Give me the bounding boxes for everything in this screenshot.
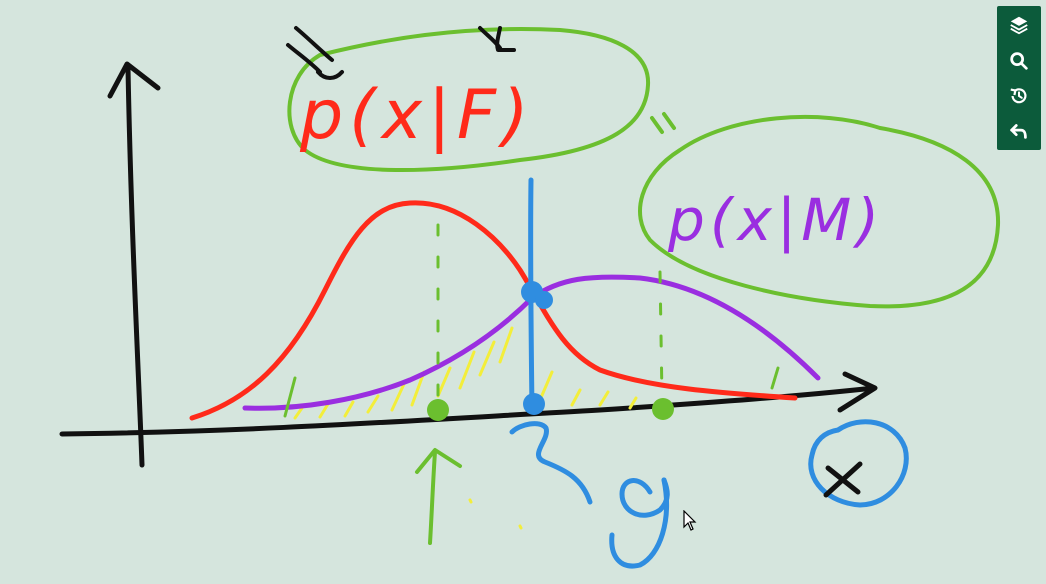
male-label: p(x|M) [667,186,884,254]
female-label: p(x|F) [299,76,535,155]
theta-symbol [609,477,670,569]
male-mean-dot [652,398,674,420]
layers-button[interactable] [997,8,1041,42]
threshold-axis-dot [523,393,545,415]
search-button[interactable] [997,44,1041,78]
female-distribution-curve [189,200,798,421]
y-axis-arrowhead [107,61,161,99]
threshold-intersection-dot-2 [535,291,553,309]
search-icon [1010,52,1028,70]
female-tail-tick [283,376,297,418]
x-axis-label-circled [808,419,909,508]
y-axis [125,65,145,468]
history-icon [1010,88,1027,104]
threshold-pointer-squiggle [509,421,593,505]
layers-icon [1010,16,1028,35]
undo-icon [1010,124,1027,139]
female-label-bubble [287,27,651,172]
male-label-bubble [638,115,1001,309]
overlap-hatching [293,326,638,530]
black-marks [286,26,516,80]
mean-dashed-lines [436,223,664,407]
drawing-toolbar [997,6,1041,150]
undo-button[interactable] [997,114,1041,148]
male-tail-tick [770,366,780,390]
female-mean-dot [427,399,449,421]
mouse-cursor-icon [683,510,697,531]
mean-pointer-arrow [415,448,462,545]
x-axis-arrowhead [837,371,878,413]
equals-mark [650,112,676,134]
history-button[interactable] [997,79,1041,113]
